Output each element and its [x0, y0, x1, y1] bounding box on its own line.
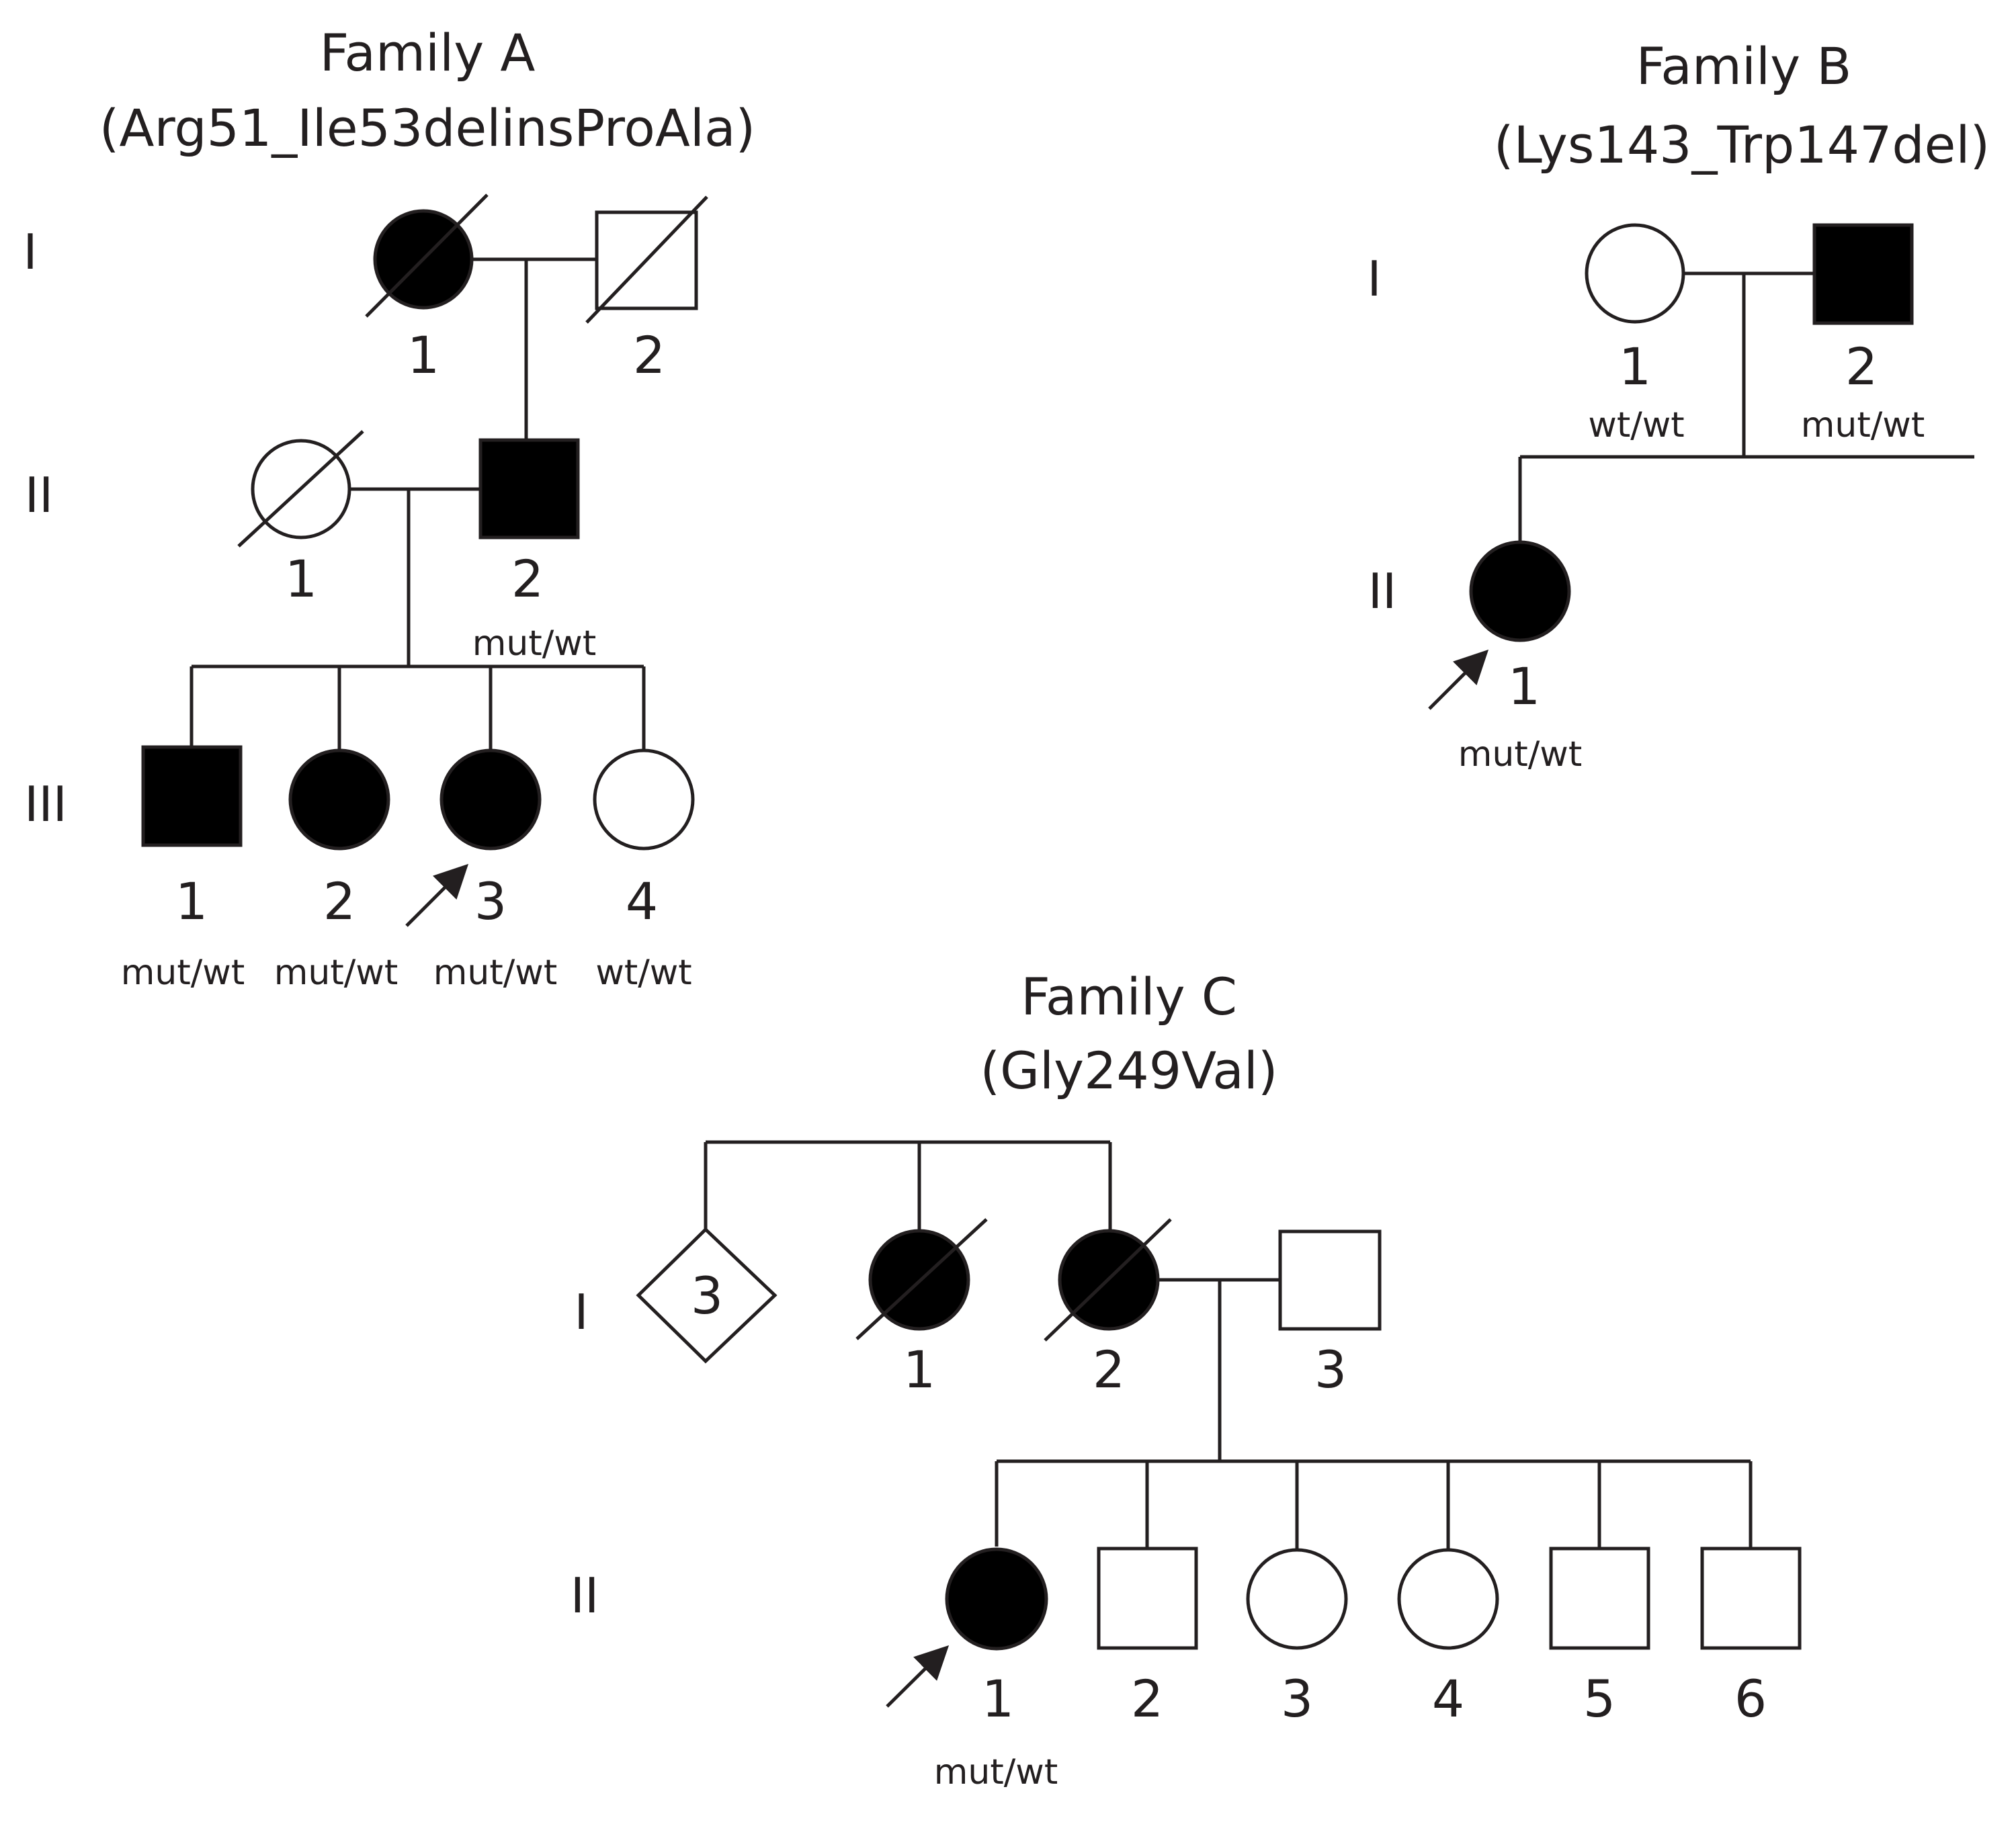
family-a-individual-I-2: 2	[585, 196, 708, 385]
genotype-label: mut/wt	[934, 1752, 1058, 1792]
family-c-individual-II-6: 6	[1700, 1547, 1802, 1729]
unaffected-female-symbol	[1585, 223, 1685, 324]
family-c-individual-I-2: 2	[1044, 1218, 1172, 1399]
affected-male-symbol	[141, 745, 243, 847]
individual-number: 4	[1432, 1669, 1464, 1729]
affected-male-symbol	[1812, 223, 1914, 325]
affected-female-symbol	[945, 1547, 1048, 1651]
individual-number: 2	[633, 325, 665, 385]
family-a-individual-II-2: 2 mut/wt	[472, 438, 596, 664]
family-c-individual-I-1: 1	[855, 1218, 988, 1399]
family-c-generation-label-2: II	[571, 1567, 599, 1624]
unaffected-male-symbol	[1278, 1229, 1382, 1331]
family-b-variant: (Lys143_Trp147del)	[1494, 115, 1990, 175]
family-c-individual-II-3: 3	[1246, 1548, 1348, 1729]
family-c-generation-label-1: I	[574, 1284, 588, 1340]
individual-number: 5	[1583, 1669, 1615, 1729]
unaffected-male-symbol	[1700, 1547, 1802, 1650]
family-b-title: Family B	[1636, 36, 1852, 96]
unaffected-female-symbol	[593, 748, 695, 851]
genotype-label: mut/wt	[433, 953, 557, 993]
family-c-individual-II-2: 2	[1097, 1547, 1198, 1729]
family-c-pedigree: Family C (Gly249Val) I II 3 1	[571, 967, 1802, 1792]
individual-number: 3	[1281, 1669, 1313, 1729]
proband-arrow-icon	[405, 863, 469, 927]
unknown-sex-diamond-symbol	[636, 1227, 778, 1364]
family-c-individual-II-4: 4	[1397, 1548, 1499, 1729]
family-a-individual-III-4: 4 wt/wt	[593, 748, 695, 993]
family-b-individual-I-1: 1 wt/wt	[1585, 223, 1685, 445]
family-a-individual-III-3: 3 mut/wt	[405, 748, 557, 993]
individual-number: 2	[323, 871, 355, 931]
family-c-individual-I-group-of-3: 3	[636, 1227, 778, 1364]
affected-male-symbol	[478, 438, 580, 539]
family-c-individual-I-3: 3	[1278, 1229, 1382, 1399]
individual-number: 2	[1093, 1340, 1125, 1399]
family-c-variant: (Gly249Val)	[980, 1041, 1277, 1100]
unaffected-female-symbol	[1246, 1548, 1348, 1650]
deceased-slash	[1044, 1218, 1172, 1342]
genotype-label: wt/wt	[595, 953, 691, 993]
family-c-individual-II-1: 1 mut/wt	[886, 1547, 1058, 1792]
unaffected-male-symbol	[1549, 1547, 1650, 1650]
genotype-label: mut/wt	[274, 953, 398, 993]
individual-number: 6	[1734, 1669, 1767, 1729]
family-b-individual-I-2: 2 mut/wt	[1801, 223, 1925, 445]
family-a-individual-III-1: 1 mut/wt	[121, 745, 245, 993]
deceased-slash	[237, 430, 364, 548]
individual-number: 1	[982, 1669, 1014, 1729]
family-b-generation-label-2: II	[1368, 563, 1396, 619]
affected-female-symbol	[439, 748, 542, 851]
individual-number: 2	[1131, 1669, 1163, 1729]
family-b-pedigree: Family B (Lys143_Trp147del) I II 1 wt/wt…	[1367, 36, 1990, 775]
unaffected-female-symbol	[1397, 1548, 1499, 1650]
affected-female-symbol	[288, 748, 390, 851]
individual-number: 2	[1845, 337, 1878, 396]
genotype-label: wt/wt	[1588, 405, 1684, 445]
family-a-individual-II-1: 1	[237, 430, 364, 609]
family-a-generation-label-3: III	[24, 776, 67, 832]
sibling-count: 3	[691, 1266, 723, 1326]
genotype-label: mut/wt	[472, 623, 596, 664]
family-b-generation-label-1: I	[1367, 251, 1381, 307]
family-a-pedigree: Family A (Arg51_Ile53delinsProAla) I II …	[23, 23, 755, 993]
proband-arrow-icon	[886, 1645, 950, 1708]
individual-number: 3	[1314, 1340, 1347, 1399]
individual-number: 1	[1619, 337, 1651, 396]
genotype-label: mut/wt	[1801, 405, 1925, 445]
deceased-slash	[585, 196, 708, 324]
unaffected-male-symbol	[1097, 1547, 1198, 1650]
individual-number: 3	[474, 871, 507, 931]
affected-female-symbol	[1469, 540, 1571, 642]
individual-number: 1	[175, 871, 208, 931]
family-c-individual-II-5: 5	[1549, 1547, 1650, 1729]
individual-number: 1	[903, 1340, 935, 1399]
individual-number: 2	[511, 549, 544, 609]
genotype-label: mut/wt	[121, 953, 245, 993]
family-a-variant: (Arg51_Ile53delinsProAla)	[99, 98, 755, 158]
family-a-individual-I-1: 1	[365, 193, 489, 385]
genotype-label: mut/wt	[1458, 734, 1582, 775]
family-a-generation-label-2: II	[25, 467, 53, 523]
family-b-individual-II-1: 1 mut/wt	[1428, 540, 1582, 775]
individual-number: 1	[1508, 656, 1540, 716]
deceased-slash	[855, 1218, 988, 1340]
family-a-title: Family A	[320, 23, 536, 83]
individual-number: 4	[626, 871, 658, 931]
individual-number: 1	[407, 325, 439, 385]
proband-arrow-icon	[1428, 649, 1489, 710]
family-c-title: Family C	[1021, 967, 1237, 1027]
deceased-slash	[365, 193, 489, 318]
family-a-individual-III-2: 2 mut/wt	[274, 748, 398, 993]
family-a-generation-label-1: I	[23, 224, 37, 280]
individual-number: 1	[285, 549, 317, 609]
